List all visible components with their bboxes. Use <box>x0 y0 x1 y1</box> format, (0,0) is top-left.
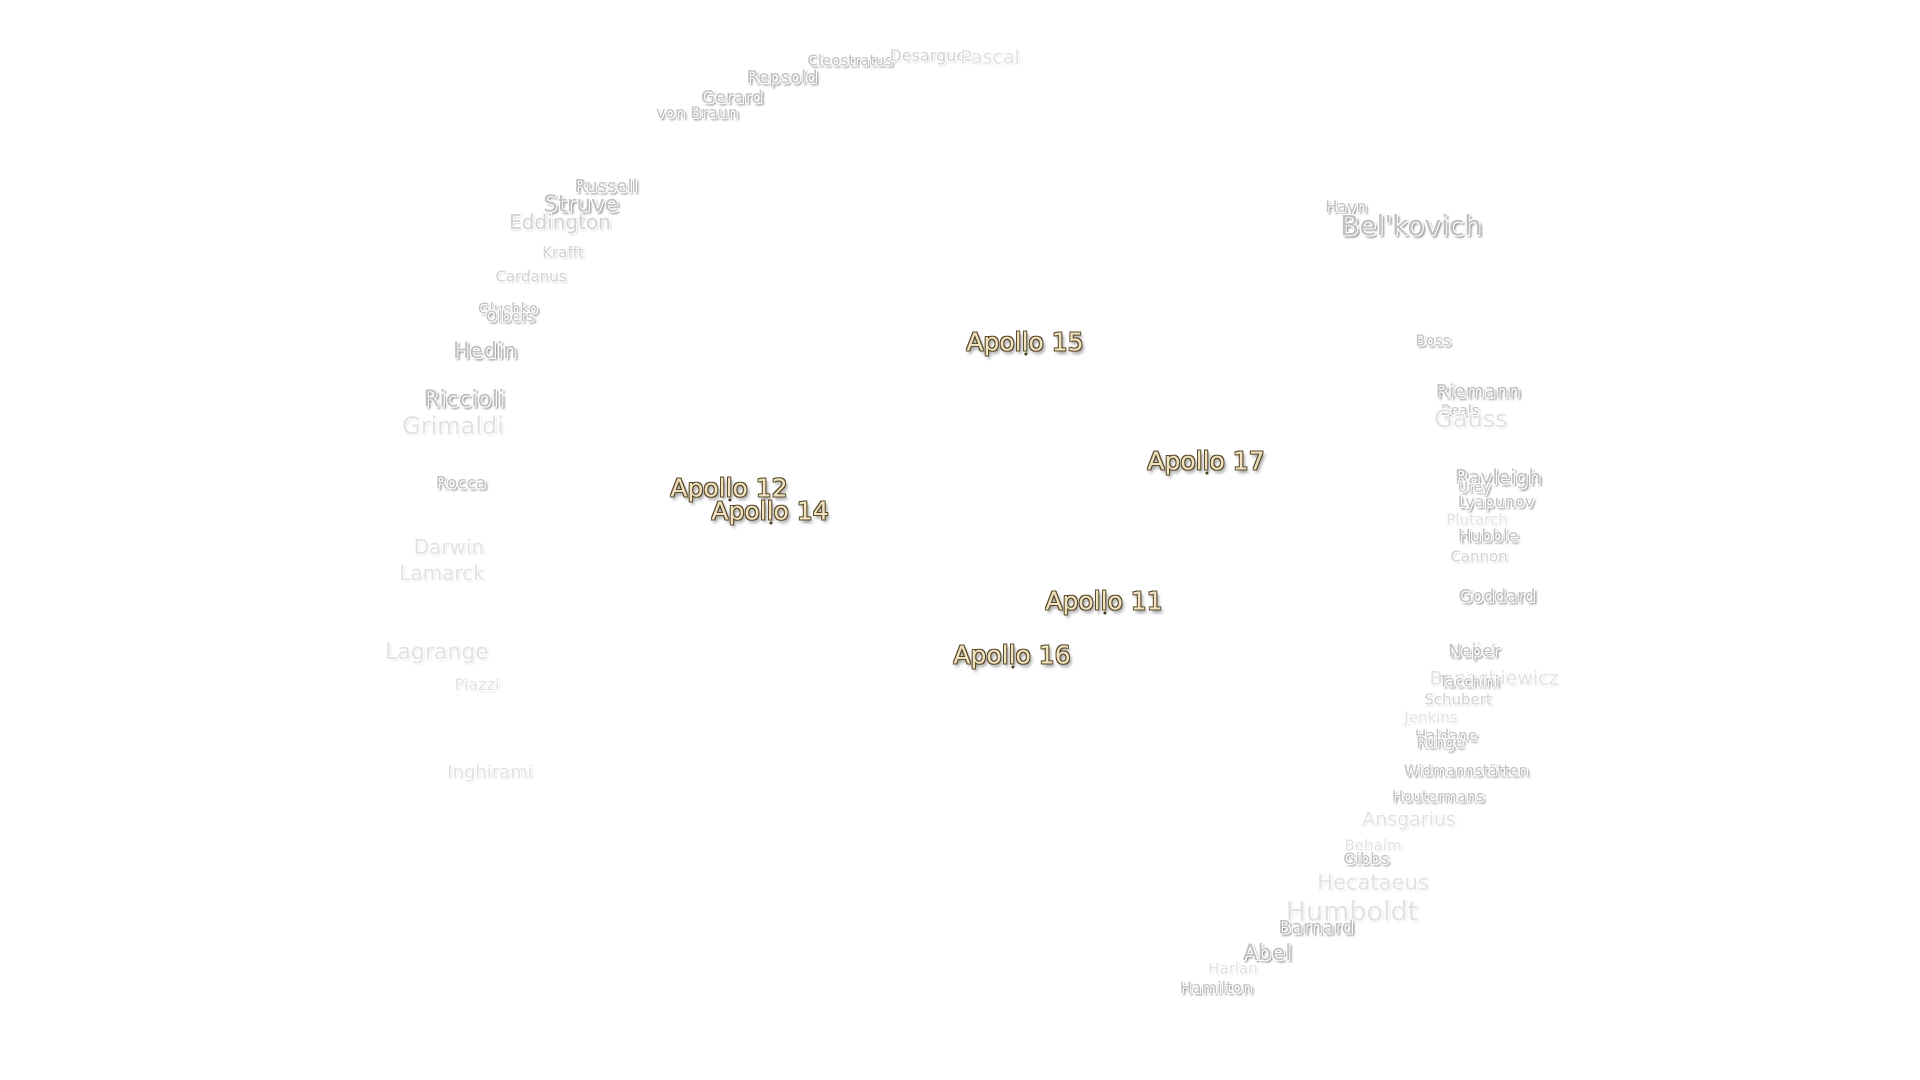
crater-label[interactable]: Riemann <box>1435 380 1521 403</box>
crater-label[interactable]: Joliot <box>1456 640 1498 661</box>
crater-label[interactable]: Plutarch <box>1446 510 1508 529</box>
crater-label[interactable]: Rayleigh <box>1454 465 1542 489</box>
crater-label[interactable]: Eddington <box>509 210 611 234</box>
crater-label[interactable]: Struve <box>543 191 619 218</box>
crater-label[interactable]: Gauss <box>1434 405 1508 433</box>
landing-site-marker[interactable]: Apollo 12 <box>670 473 788 503</box>
crater-label[interactable]: Neper <box>1448 641 1500 662</box>
crater-label[interactable]: Rocca <box>435 473 487 494</box>
landing-site-label: Apollo 15 <box>966 327 1084 357</box>
crater-label[interactable]: Gerard <box>701 87 763 108</box>
crater-label[interactable]: Hedin <box>452 339 518 364</box>
landing-site-marker[interactable]: Apollo 11 <box>1045 586 1163 616</box>
crater-label[interactable]: Hecataeus <box>1317 870 1429 895</box>
landing-site-dot-icon <box>1103 611 1106 615</box>
crater-label[interactable]: Inghirami <box>447 762 533 783</box>
crater-label[interactable]: Urey <box>1457 480 1491 496</box>
crater-label[interactable]: Olbers <box>485 307 535 326</box>
crater-label[interactable]: Runge <box>1416 733 1464 752</box>
crater-label[interactable]: Repsold <box>746 67 818 88</box>
crater-label[interactable]: Goddard <box>1458 586 1536 607</box>
landing-site-dot-icon <box>769 521 772 525</box>
crater-label[interactable]: Lyapunov <box>1457 492 1535 511</box>
crater-label[interactable]: Widmannstätten <box>1403 761 1529 780</box>
crater-label[interactable]: Beals <box>1441 403 1479 419</box>
landing-site-marker[interactable]: Apollo 14 <box>711 496 829 526</box>
crater-label[interactable]: Desargues <box>889 46 975 65</box>
landing-site-label: Apollo 16 <box>953 640 1071 670</box>
crater-label[interactable]: Russell <box>574 176 638 197</box>
crater-label[interactable]: Lamarck <box>399 561 485 585</box>
crater-label[interactable]: Haldane <box>1414 726 1478 745</box>
crater-label[interactable]: Humboldt <box>1285 896 1419 928</box>
crater-label[interactable]: Bel'kovich <box>1340 209 1482 242</box>
crater-label[interactable]: Cannon <box>1450 547 1508 566</box>
crater-label[interactable]: Harlan <box>1208 959 1258 978</box>
crater-label[interactable]: Pascal <box>960 46 1020 69</box>
crater-label[interactable]: Piazzi <box>454 675 500 694</box>
crater-label[interactable]: Riccioli <box>423 386 505 413</box>
crater-label[interactable]: Houtermans <box>1391 787 1485 806</box>
crater-label[interactable]: Banachiewicz <box>1429 667 1559 690</box>
crater-label[interactable]: von Braun <box>655 103 739 122</box>
landing-site-label: Apollo 14 <box>711 496 829 526</box>
crater-label[interactable]: Grimaldi <box>402 412 504 440</box>
crater-label[interactable]: Ansgarius <box>1362 808 1456 831</box>
crater-label[interactable]: Jenkins <box>1404 708 1458 727</box>
landing-site-label: Apollo 17 <box>1147 446 1265 476</box>
crater-label[interactable]: Darwin <box>413 535 485 559</box>
crater-label[interactable]: Abel <box>1242 941 1292 966</box>
crater-label[interactable]: Cleostratus <box>807 51 893 70</box>
crater-label[interactable]: Hubble <box>1457 526 1519 547</box>
landing-site-dot-icon <box>1205 471 1208 475</box>
crater-label[interactable]: Tacchini <box>1439 672 1499 691</box>
crater-label[interactable]: Cardanus <box>495 267 567 286</box>
landing-site-dot-icon <box>1011 665 1014 669</box>
crater-label[interactable]: Glushko <box>478 299 538 318</box>
crater-label[interactable]: Hamilton <box>1179 978 1253 997</box>
landing-site-label: Apollo 12 <box>670 473 788 503</box>
crater-label[interactable]: Barnard <box>1278 916 1354 939</box>
crater-label[interactable]: Schubert <box>1424 690 1492 709</box>
crater-label[interactable]: Behaim <box>1344 836 1402 855</box>
landing-site-marker[interactable]: Apollo 15 <box>966 327 1084 357</box>
landing-site-marker[interactable]: Apollo 17 <box>1147 446 1265 476</box>
crater-label[interactable]: Hayn <box>1325 197 1367 216</box>
crater-label[interactable]: Lagrange <box>385 640 489 665</box>
landing-site-dot-icon <box>1024 352 1027 356</box>
crater-label[interactable]: Gibbs <box>1343 849 1389 868</box>
crater-label[interactable]: Boss <box>1415 331 1451 350</box>
crater-label[interactable]: Krafft <box>542 243 584 262</box>
landing-site-marker[interactable]: Apollo 16 <box>953 640 1071 670</box>
landing-site-label: Apollo 11 <box>1045 586 1163 616</box>
landing-site-dot-icon <box>728 498 731 502</box>
